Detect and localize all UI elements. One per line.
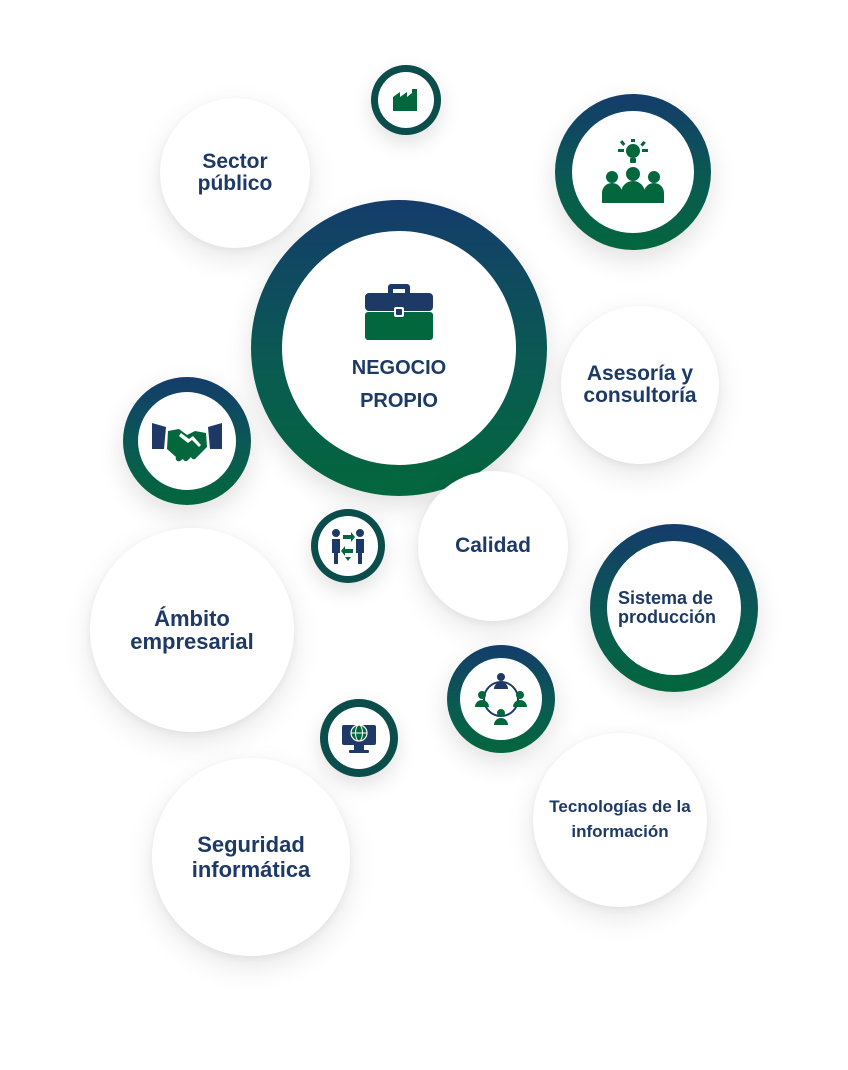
tecnologias-bubble: Tecnologías de la información — [533, 733, 707, 907]
factory-icon — [393, 89, 417, 111]
exchange-icon-disc — [311, 509, 385, 583]
team-idea-icon — [602, 139, 664, 203]
sector-publico-label: Sector público — [197, 149, 273, 195]
factory-icon-disc — [371, 65, 441, 135]
sistema-produccion-label: Sistema de producción — [618, 588, 716, 627]
seguridad-informatica-label: Seguridad informática — [191, 831, 311, 882]
network-ring — [447, 645, 555, 753]
sector-publico-bubble: Sector público — [160, 98, 310, 248]
negocio-propio-line1: NEGOCIO — [351, 357, 447, 379]
handshake-ring — [123, 377, 251, 505]
tecnologias-label: Tecnologías de la información — [549, 797, 691, 841]
negocio-propio-ring: NEGOCIO PROPIO — [251, 200, 547, 496]
team-idea-ring — [555, 94, 711, 250]
calidad-label: Calidad — [455, 533, 531, 557]
computer-globe-icon — [342, 724, 376, 753]
asesoria-label: Asesoría y consultoría — [583, 361, 697, 407]
calidad-bubble: Calidad — [418, 471, 568, 621]
briefcase-icon — [365, 284, 433, 340]
seguridad-informatica-bubble: Seguridad informática — [152, 758, 350, 956]
asesoria-bubble: Asesoría y consultoría — [561, 306, 719, 464]
negocio-propio-line2: PROPIO — [360, 390, 438, 412]
ambito-empresarial-bubble: Ámbito empresarial — [90, 528, 294, 732]
ambito-empresarial-label: Ámbito empresarial — [130, 605, 254, 654]
people-network-icon — [475, 673, 527, 725]
computer-icon-disc — [320, 699, 398, 777]
handshake-icon — [152, 423, 222, 462]
people-exchange-icon — [332, 529, 364, 564]
sistema-produccion-ring: Sistema de producción — [590, 524, 758, 692]
